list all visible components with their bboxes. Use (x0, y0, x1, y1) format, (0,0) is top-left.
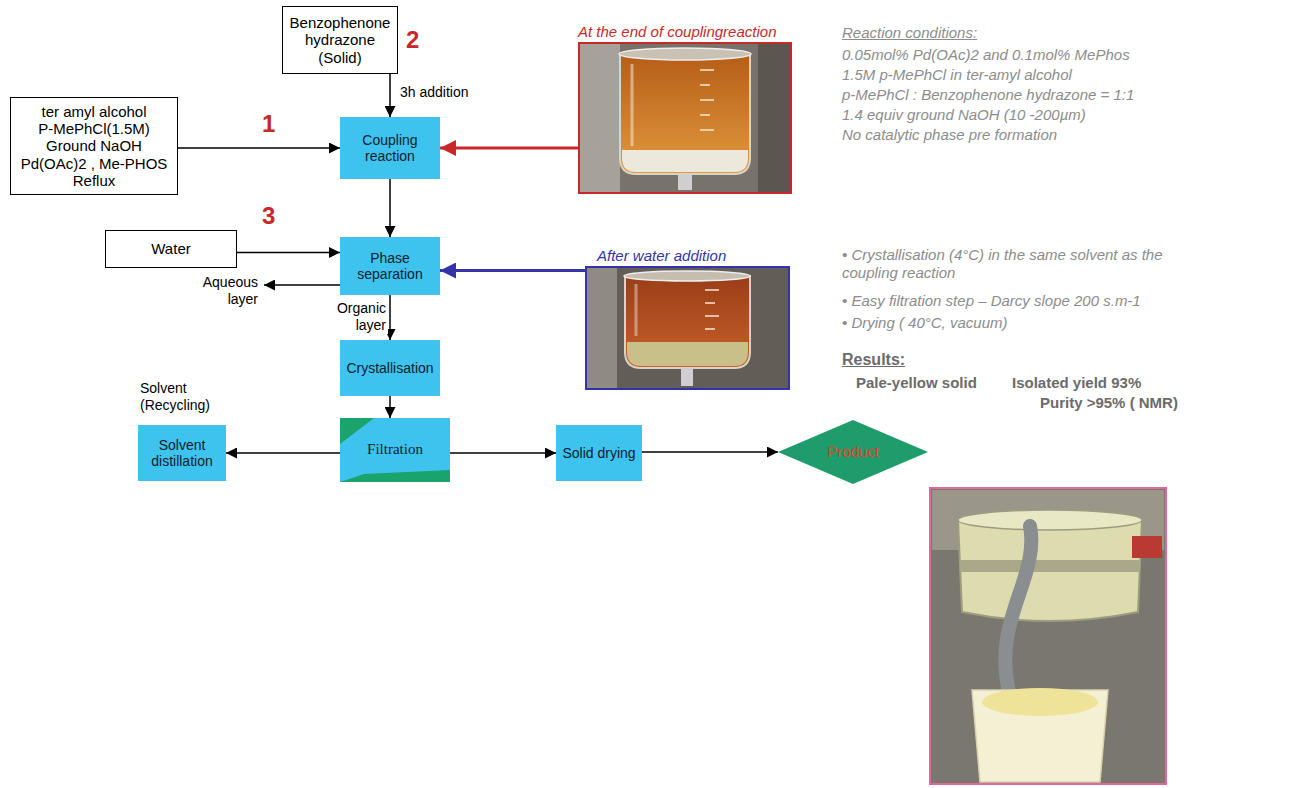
salt-sediment (622, 150, 748, 172)
reaction-photo (580, 44, 790, 192)
filter-rim (958, 510, 1142, 530)
result-value: Purity >95% ( NMR) (1040, 394, 1178, 412)
node-text: Coupling reaction (346, 132, 434, 164)
photo-frame (578, 42, 792, 194)
process-note: • Drying ( 40°C, vacuum) (842, 314, 1007, 332)
photo-frame (930, 488, 1166, 784)
reactor-vessel (625, 276, 750, 368)
flow-arrow (389, 74, 391, 117)
node-text: Pd(OAc)2 , Me-PHOS (17, 155, 171, 172)
result-value: Isolated yield 93% (1012, 374, 1141, 392)
flow-arrow (440, 269, 585, 272)
filter-band (960, 560, 1140, 572)
process-box: Solid drying (556, 425, 642, 481)
flow-arrow (389, 295, 391, 340)
photo-frame (585, 266, 790, 390)
input-box: Water (105, 230, 237, 268)
node-text: Solvent distillation (144, 437, 220, 469)
flow-arrow (450, 452, 556, 454)
flow-arrow (389, 179, 391, 237)
flow-arrow (226, 452, 340, 454)
bottom-valve (678, 174, 692, 190)
diamond-fill (778, 420, 928, 484)
photo-caption: At the end of couplingreaction (578, 22, 792, 42)
condition-note: 1.5M p-MePhCl in ter-amyl alcohol (842, 66, 1072, 84)
node-text: Water (112, 240, 230, 257)
product-photo (930, 488, 1166, 784)
flow-arrow (642, 451, 778, 453)
process-note: • Easy filtration step – Darcy slope 200… (842, 292, 1141, 310)
condition-note: p-MePhCl : Benzophenone hydrazone = 1:1 (842, 86, 1134, 104)
flow-arrow (389, 396, 391, 418)
graduation-marks (700, 70, 714, 130)
reactor-vessel (620, 54, 750, 174)
flow-arrow (178, 147, 340, 149)
node-text: P-MePhCl(1.5M) (17, 120, 171, 137)
flow-arrow (440, 147, 578, 150)
aqueous-phase (627, 342, 748, 366)
photo-ground (587, 268, 617, 388)
photo-ground (758, 44, 790, 192)
process-box: Phase separation (340, 237, 440, 295)
callout-number: 1 (262, 110, 275, 139)
edge-label: 3h addition (398, 84, 471, 101)
process-box: Solvent distillation (138, 425, 226, 481)
filter-vessel (958, 520, 1142, 621)
condition-note: 1.4 equiv ground NaOH (10 -200µm) (842, 106, 1086, 124)
node-text: ter amyl alcohol (17, 103, 171, 120)
node-text: Reflux (17, 172, 171, 189)
stream-label: Solvent (Recycling) (140, 380, 232, 414)
node-text: Solid drying (562, 445, 636, 461)
input-box: Benzophenone hydrazone (Solid) (282, 6, 398, 74)
process-box: Crystallisation (340, 340, 440, 396)
condition-note: 0.05mol% Pd(OAc)2 and 0.1mol% MePhos (842, 46, 1130, 64)
node-text: Product (814, 443, 892, 460)
pale-yellow-powder (982, 688, 1098, 716)
condition-note: No catalytic phase pre formation (842, 126, 1057, 144)
outlet-hose (1005, 526, 1031, 696)
process-note: • Crystallisation (4°C) in the same solv… (842, 246, 1178, 282)
node-text: Filtration (348, 441, 442, 458)
photo-ground (587, 268, 788, 388)
node-text: Ground NaOH (17, 137, 171, 154)
outflow-arrow (264, 284, 340, 286)
filter-body (340, 418, 450, 482)
photo-panel: At the end of couplingreaction (578, 22, 792, 194)
clamp (1132, 536, 1162, 558)
photo-panel: After water addition (585, 246, 790, 390)
product-diamond: Product (778, 420, 928, 484)
result-value: Pale-yellow solid (856, 374, 977, 392)
photo-ground (580, 44, 620, 192)
conditions-heading: Reaction conditions: (842, 24, 977, 42)
bottom-valve (681, 368, 693, 386)
glass-reflection (631, 64, 634, 146)
callout-number: 3 (262, 202, 275, 231)
node-text: Phase separation (346, 250, 434, 282)
edge-label: Organic layer (326, 300, 388, 334)
node-text: Crystallisation (346, 360, 434, 376)
filter-corner (340, 418, 374, 444)
node-text: Benzophenone hydrazone (Solid) (289, 14, 391, 66)
filtration-box: Filtration (340, 418, 450, 482)
callout-number: 2 (406, 26, 419, 55)
photo-caption: After water addition (585, 246, 790, 266)
glass-reflection (635, 284, 638, 336)
photo-ground (580, 44, 790, 192)
process-box: Coupling reaction (340, 117, 440, 179)
graduation-marks (705, 290, 719, 329)
results-heading: Results: (842, 350, 905, 369)
vessel-rim (619, 48, 751, 60)
input-box: ter amyl alcoholP-MePhCl(1.5M)Ground NaO… (10, 97, 178, 195)
stream-label: Aqueous layer (196, 274, 258, 308)
filter-base (340, 470, 450, 482)
vessel-rim (624, 271, 750, 281)
flow-arrow (237, 252, 340, 254)
separation-photo (587, 268, 788, 388)
